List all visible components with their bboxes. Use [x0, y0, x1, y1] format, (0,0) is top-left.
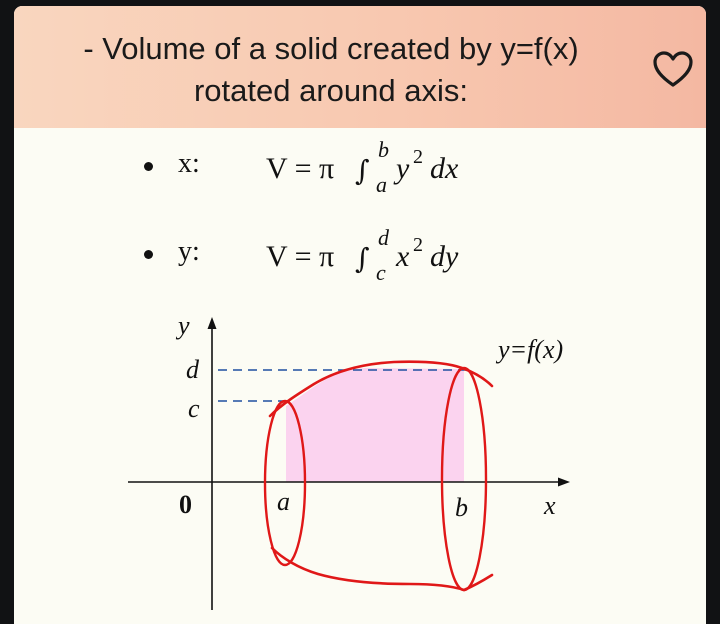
bullet-dot: [144, 162, 153, 171]
rule-x-axis: x: V = π ∫ b a y 2 dx: [14, 137, 706, 202]
page-title: - Volume of a solid created by y=f(x) ro…: [26, 28, 636, 112]
formula-lhs: V = π: [266, 240, 334, 273]
cross-section-b: [440, 366, 488, 592]
origin-label: 0: [179, 490, 192, 519]
differential: dy: [430, 240, 459, 273]
formula-lhs: V = π: [266, 152, 334, 185]
differential: dx: [430, 152, 459, 185]
area-under-curve: [286, 368, 464, 482]
rule-axis-label: x:: [178, 148, 200, 179]
lower-limit: c: [376, 260, 386, 284]
volume-formula-x: V = π ∫ b a y 2 dx: [266, 137, 459, 196]
heart-icon[interactable]: [652, 50, 694, 90]
y-axis-arrow: [207, 317, 217, 329]
y-axis-label: y: [175, 311, 190, 340]
title-line-1: - Volume of a solid created by y=f(x): [83, 31, 579, 66]
label-c: c: [188, 394, 200, 423]
bullet-dot: [144, 250, 153, 259]
integral-sign: ∫: [355, 154, 370, 187]
title-banner: - Volume of a solid created by y=f(x) ro…: [14, 6, 706, 128]
rule-y-axis: y: V = π ∫ d c x 2 dy: [14, 225, 706, 290]
exponent: 2: [413, 146, 423, 168]
integrand: x: [395, 240, 410, 273]
x-axis-arrow: [558, 477, 570, 487]
rule-axis-label: y:: [178, 236, 200, 267]
label-a: a: [277, 487, 290, 516]
label-b: b: [455, 493, 468, 522]
lower-limit: a: [376, 172, 387, 196]
exponent: 2: [413, 234, 423, 256]
volume-formula-y: V = π ∫ d c x 2 dy: [266, 225, 459, 284]
solid-of-revolution-diagram: y d c 0 a b x y=f(x): [128, 311, 570, 610]
label-d: d: [186, 355, 200, 384]
integral-sign: ∫: [355, 242, 370, 275]
lower-curve: [270, 546, 494, 592]
cross-section-a: [263, 399, 307, 567]
x-axis-label: x: [543, 491, 556, 520]
curve-label: y=f(x): [495, 335, 563, 364]
upper-limit: d: [378, 225, 390, 250]
title-line-2: rotated around axis:: [193, 73, 468, 108]
content-card: - Volume of a solid created by y=f(x) ro…: [14, 6, 706, 624]
integrand: y: [393, 152, 410, 185]
upper-limit: b: [378, 137, 389, 162]
